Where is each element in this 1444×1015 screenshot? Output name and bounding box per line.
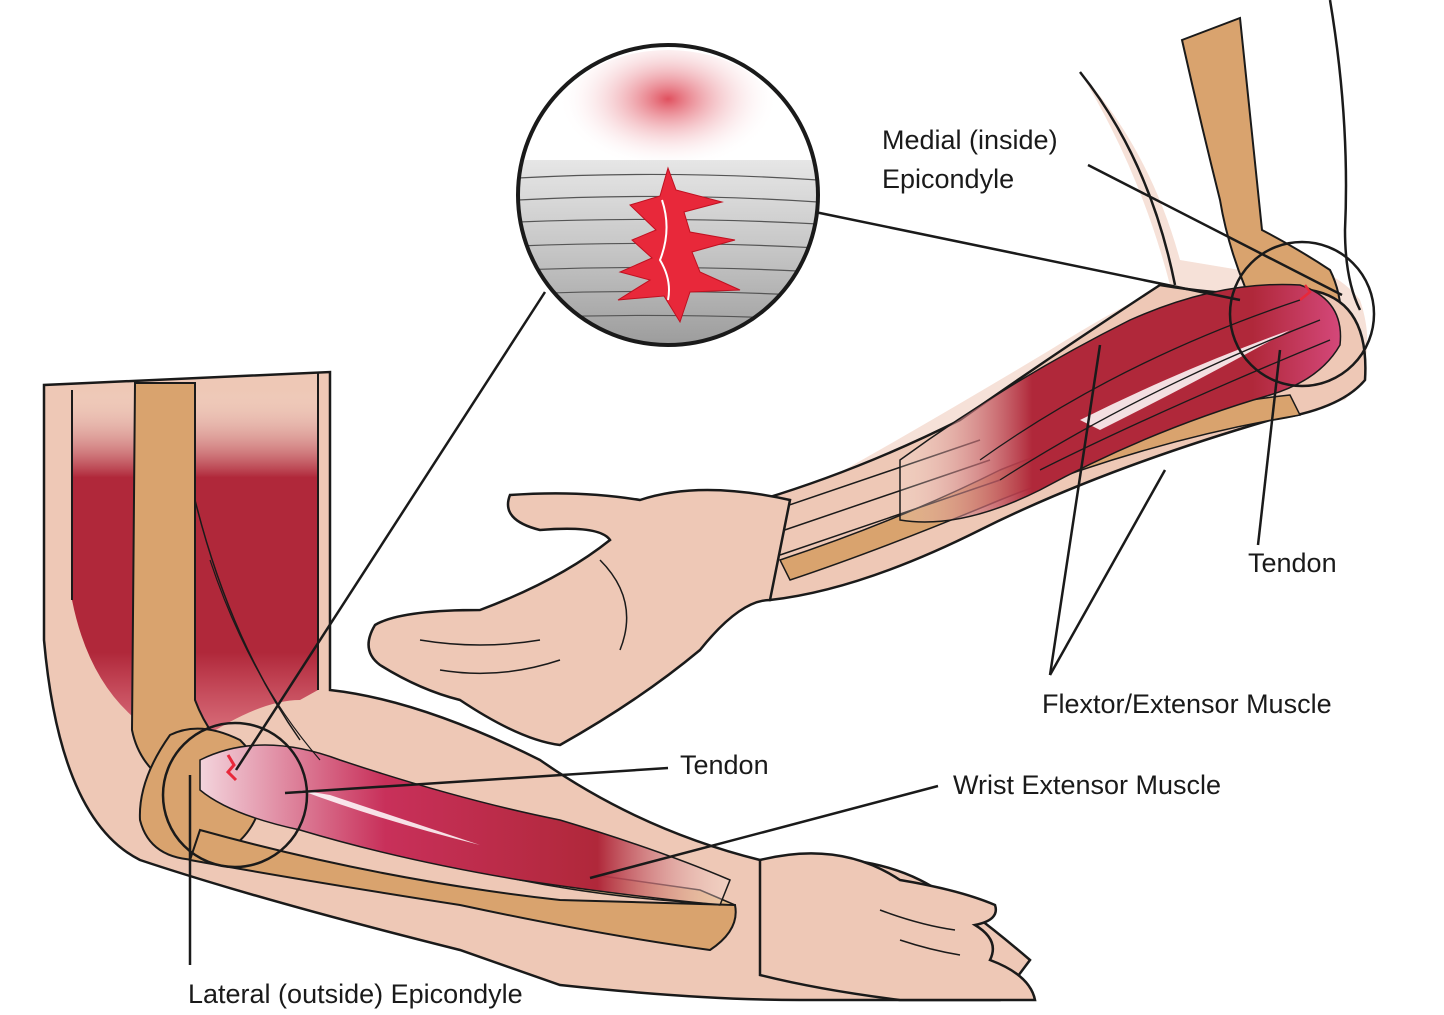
- right-arm: [369, 0, 1374, 745]
- right-hand: [369, 490, 790, 745]
- label-tendon-right: Tendon: [1248, 544, 1337, 582]
- arm-outline: [1080, 72, 1175, 285]
- right-upper-arm-outline: [1330, 0, 1360, 310]
- label-tendon-left: Tendon: [680, 746, 769, 784]
- label-medial-epicondyle-line2: Epicondyle: [882, 160, 1014, 198]
- label-flexor-extensor-muscle: Flextor/Extensor Muscle: [1042, 685, 1332, 723]
- label-lateral-epicondyle: Lateral (outside) Epicondyle: [188, 975, 523, 1013]
- leader-flexor-2: [1050, 470, 1165, 675]
- label-medial-epicondyle-line1: Medial (inside): [882, 121, 1058, 159]
- label-wrist-extensor-muscle: Wrist Extensor Muscle: [953, 766, 1221, 804]
